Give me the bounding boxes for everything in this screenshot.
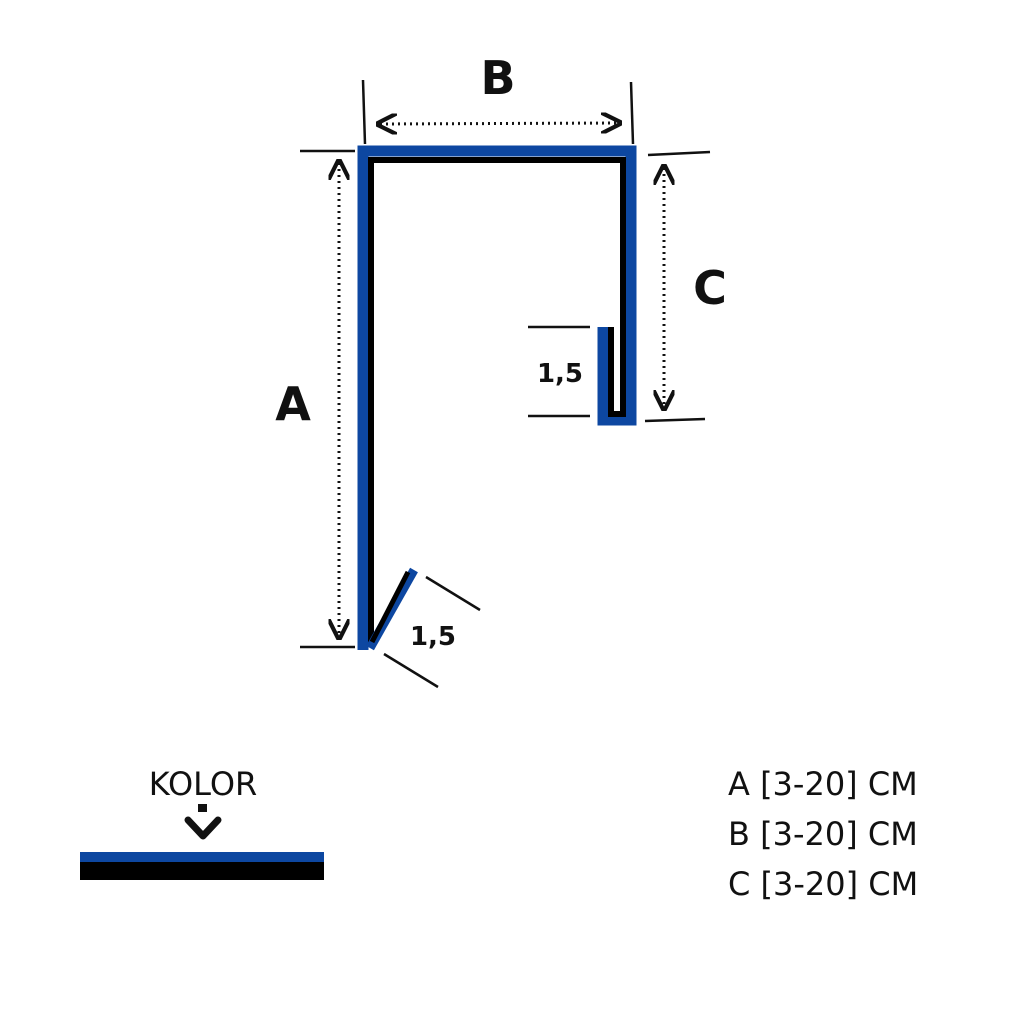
legend-coating-strip xyxy=(80,852,324,862)
dimension-c: C xyxy=(644,150,727,423)
dimension-a: A xyxy=(275,149,355,649)
bottom-flange-tick-lower xyxy=(383,652,439,689)
profile-coating-layer xyxy=(357,145,637,650)
bottom-flange-label: 1,5 xyxy=(410,622,456,652)
spec-list: A [3-20] CM B [3-20] CM C [3-20] CM xyxy=(728,765,918,903)
dimension-b-tick-left xyxy=(361,79,367,145)
dimension-side-flange: 1,5 xyxy=(528,325,590,418)
chevron-down-icon xyxy=(184,816,222,840)
dimension-b-label: B xyxy=(480,51,515,105)
dimension-c-tick-bottom xyxy=(644,417,706,423)
spec-line-c: C [3-20] CM xyxy=(728,865,918,903)
dimension-c-label: C xyxy=(693,261,727,315)
dimension-a-label: A xyxy=(275,377,311,431)
side-flange-label: 1,5 xyxy=(537,359,583,389)
dimension-c-tick-top xyxy=(647,150,711,157)
profile-metal-layer xyxy=(368,157,626,645)
color-legend: KOLOR xyxy=(80,765,324,880)
dimension-b-arrow xyxy=(380,123,618,124)
spec-line-a: A [3-20] CM xyxy=(728,765,918,803)
legend-arrow-dot xyxy=(198,804,207,812)
bottom-flange-tick-upper xyxy=(425,575,481,612)
dimension-bottom-flange: 1,5 xyxy=(383,575,481,689)
dimension-b: B xyxy=(361,51,635,145)
legend-metal-strip xyxy=(80,862,324,880)
dimension-b-tick-right xyxy=(629,81,635,145)
spec-line-b: B [3-20] CM xyxy=(728,815,918,853)
legend-kolor-label: KOLOR xyxy=(149,765,258,803)
bottom-flange-metal xyxy=(369,570,411,644)
profile-shape xyxy=(357,145,637,651)
